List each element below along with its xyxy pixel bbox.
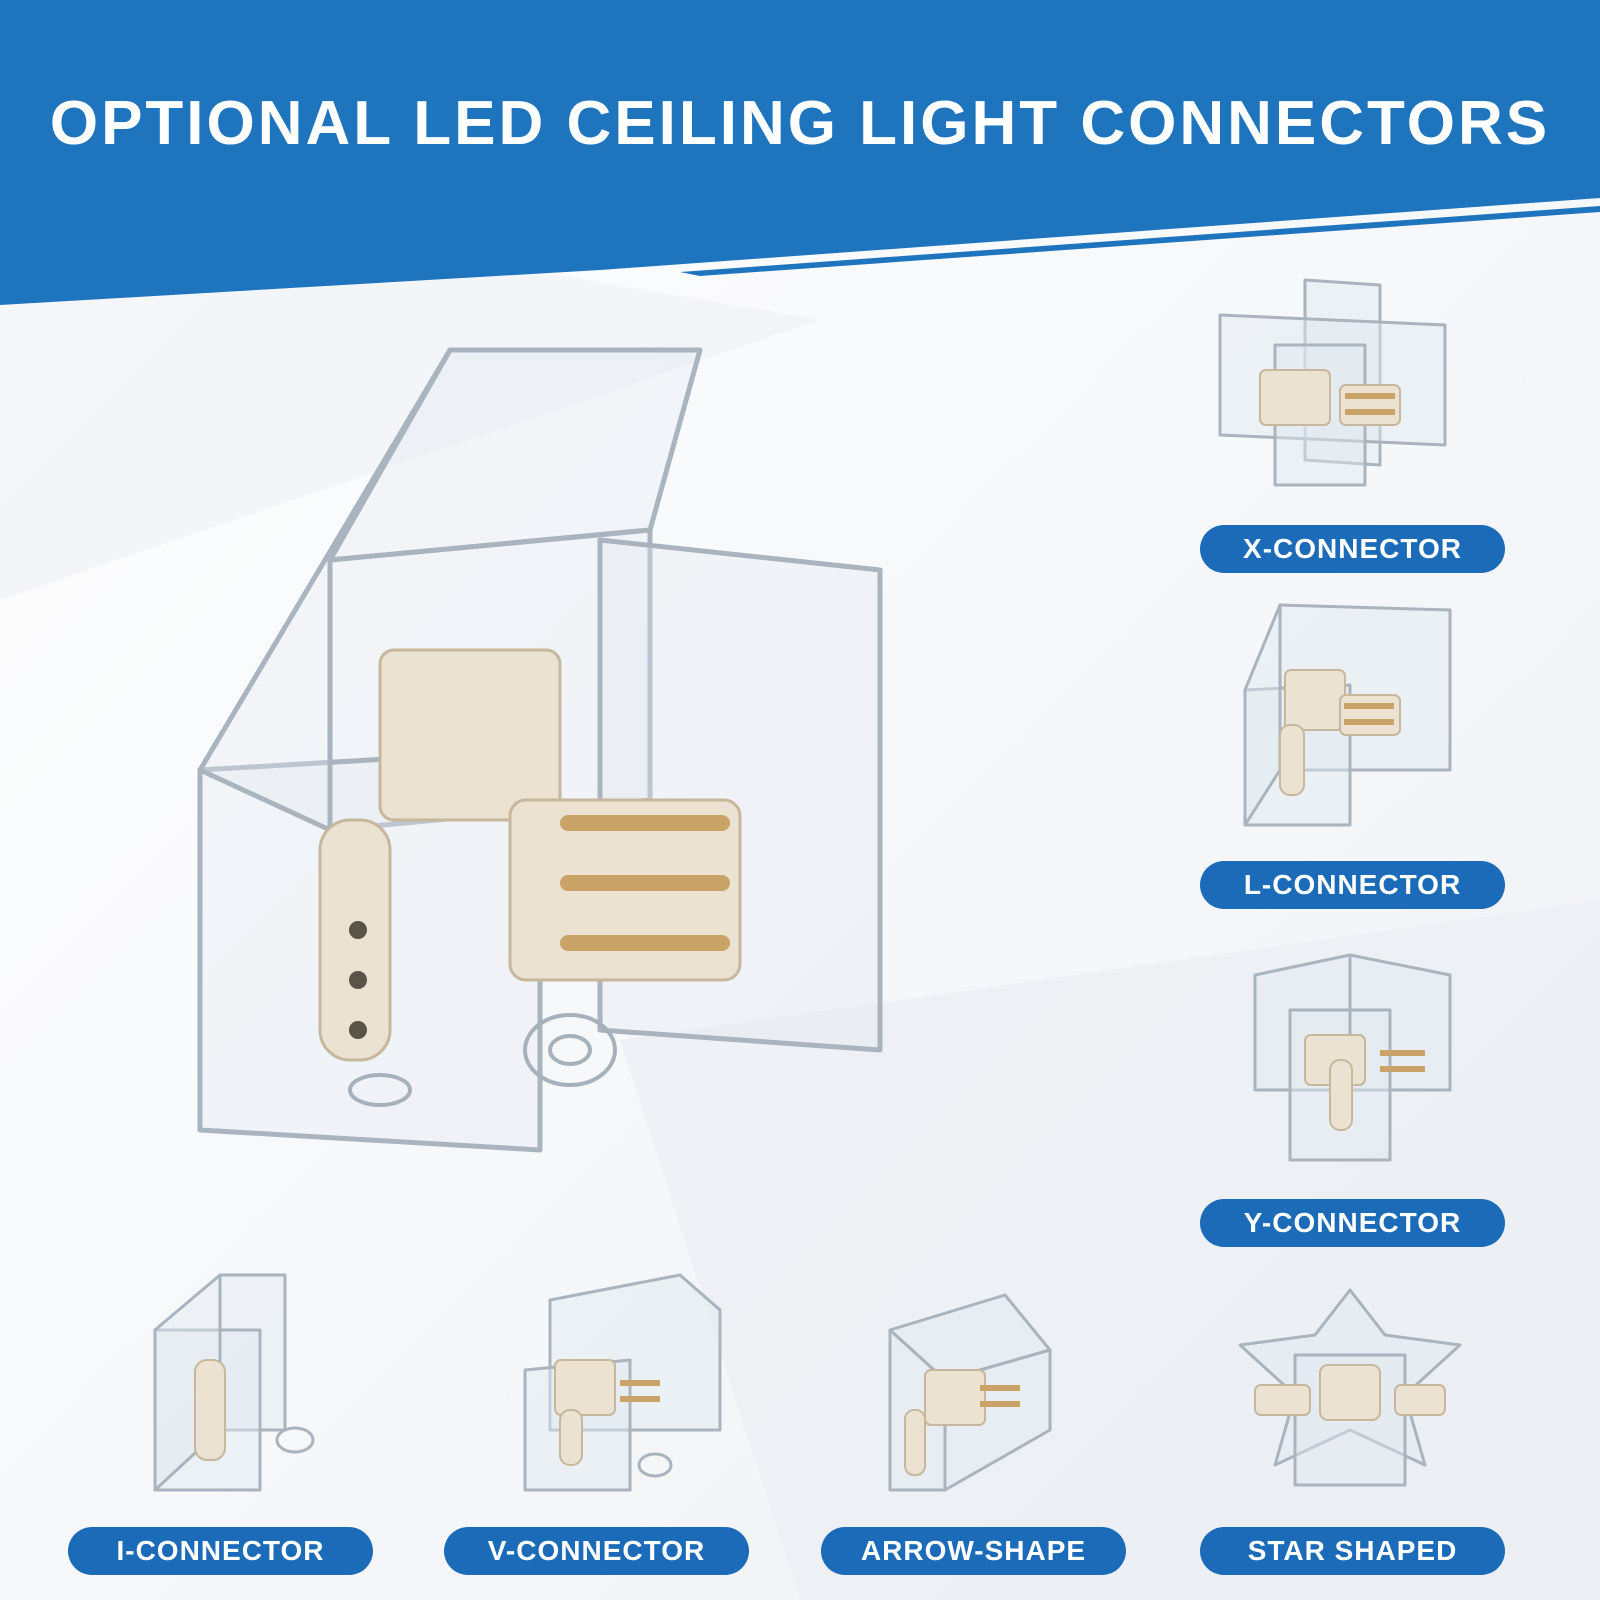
label-x-connector: X-CONNECTOR xyxy=(1200,525,1505,573)
page-title: OPTIONAL LED CEILING LIGHT CONNECTORS xyxy=(49,89,1551,158)
label-i-connector: I-CONNECTOR xyxy=(68,1527,373,1575)
i-connector-image xyxy=(150,1270,320,1495)
label-y-connector: Y-CONNECTOR xyxy=(1200,1199,1505,1247)
v-connector-image xyxy=(520,1270,730,1495)
x-connector-image xyxy=(1215,275,1460,500)
label-l-connector: L-CONNECTOR xyxy=(1200,861,1505,909)
hero-l-connector-image xyxy=(180,330,920,1210)
label-star-shaped: STAR SHAPED xyxy=(1200,1527,1505,1575)
l-connector-image xyxy=(1240,600,1460,830)
label-v-connector: V-CONNECTOR xyxy=(444,1527,749,1575)
arrow-shape-image xyxy=(885,1290,1055,1495)
label-arrow-shape: ARROW-SHAPE xyxy=(821,1527,1126,1575)
y-connector-image xyxy=(1250,950,1460,1165)
star-shaped-image xyxy=(1235,1285,1465,1495)
